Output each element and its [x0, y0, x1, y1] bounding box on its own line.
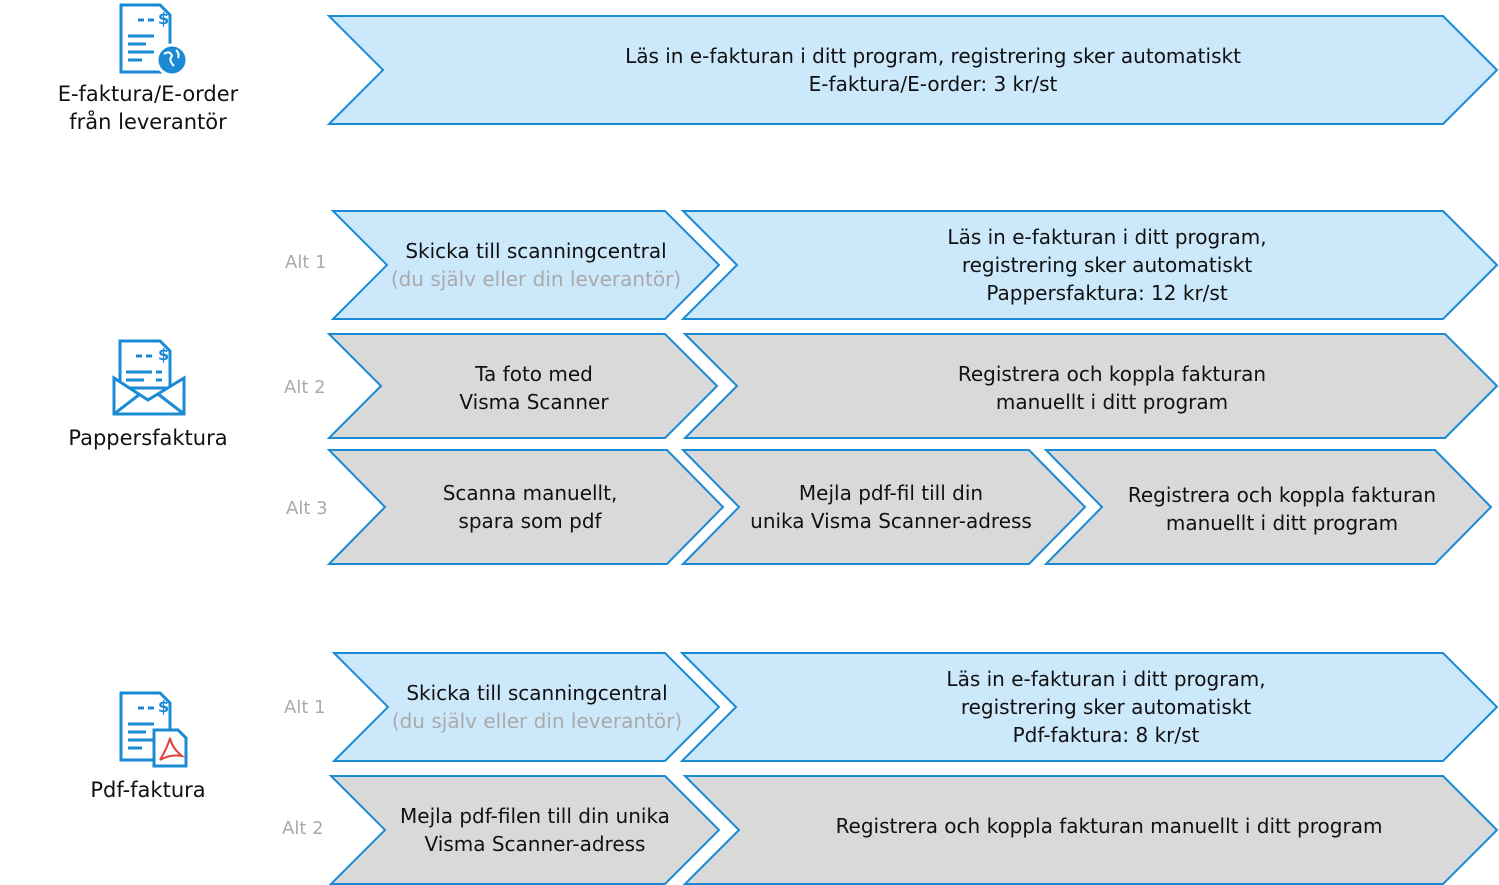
chevron-pdf-alt2-step2	[682, 775, 1499, 885]
text-line: Scanna manuellt,	[442, 481, 618, 505]
alt-label: Alt 2	[284, 377, 326, 398]
text-line: registrering sker automatiskt	[961, 253, 1253, 277]
efaktura-text: Läs in e-fakturan i ditt program, regist…	[383, 16, 1483, 124]
chevron-pappers-alt3-step3	[1043, 449, 1493, 565]
alt-label: Alt 3	[286, 498, 328, 519]
source-pappers-label: Pappersfaktura	[68, 426, 228, 450]
paper-invoice-envelope-icon: $	[112, 339, 186, 416]
e-invoice-globe-icon: $	[119, 3, 189, 77]
pappers-alt3-step2-text: Mejla pdf-fil till din unika Visma Scann…	[730, 450, 1052, 564]
text-line: Mejla pdf-fil till din	[798, 481, 984, 505]
chevron-pdf-alt1-step1	[331, 652, 721, 762]
pappers-alt3-step1-text: Scanna manuellt, spara som pdf	[385, 450, 675, 564]
chevron-pappers-alt2-step1	[326, 333, 719, 439]
chevron-efaktura	[326, 15, 1499, 125]
text-line: E-faktura/E-order: 3 kr/st	[808, 72, 1058, 96]
pdf-alt2-step2-text: Registrera och koppla fakturan manuellt …	[739, 776, 1479, 876]
source-efaktura-label: E-faktura/E-order från leverantör	[38, 80, 258, 136]
text-line: Läs in e-fakturan i ditt program,	[946, 667, 1266, 691]
text-line: registrering sker automatiskt	[960, 695, 1252, 719]
pappers-alt2-step1-text: Ta foto med Visma Scanner	[381, 334, 687, 442]
chevron-pappers-alt3-step1	[326, 449, 725, 565]
alt-label: Alt 1	[285, 252, 327, 273]
text-line: Läs in e-fakturan i ditt program,	[947, 225, 1267, 249]
text-line: Visma Scanner-adress	[424, 832, 646, 856]
pappers-alt3-step3-text: Registrera och koppla fakturan manuellt …	[1100, 450, 1464, 568]
text-line: Visma Scanner	[459, 390, 609, 414]
text-line: spara som pdf	[458, 509, 602, 533]
text-line: Läs in e-fakturan i ditt program, regist…	[625, 44, 1241, 68]
pdf-alt1-step2-text: Läs in e-fakturan i ditt program, regist…	[736, 653, 1476, 761]
text-line: manuellt i ditt program	[1165, 511, 1399, 535]
text-line: Ta foto med	[475, 362, 593, 386]
text-subline: (du själv eller din leverantör)	[391, 709, 683, 733]
text-line: Skicka till scanningcentral	[406, 681, 668, 705]
pdf-invoice-icon: $	[119, 691, 188, 768]
chevron-pdf-alt1-step2	[679, 652, 1499, 762]
text-line: manuellt i ditt program	[995, 390, 1229, 414]
text-line: Registrera och koppla fakturan manuellt …	[835, 814, 1383, 838]
pappers-alt1-step1-text: Skicka till scanningcentral (du själv el…	[383, 211, 689, 319]
chevron-pappers-alt3-step2	[680, 449, 1087, 565]
label-line: E-faktura/E-order	[57, 82, 239, 106]
chevron-pappers-alt2-step2	[682, 333, 1499, 439]
chevron-pdf-alt2-step1	[328, 775, 721, 885]
text-line: Skicka till scanningcentral	[405, 239, 667, 263]
chevron-pappers-alt1-step1	[330, 210, 721, 320]
chevron-pappers-alt1-step2	[680, 210, 1499, 320]
text-line: Pappersfaktura: 12 kr/st	[986, 281, 1228, 305]
pappers-alt2-step2-text: Registrera och koppla fakturan manuellt …	[737, 334, 1487, 442]
pappers-alt1-step2-text: Läs in e-fakturan i ditt program, regist…	[737, 211, 1477, 319]
alt-label: Alt 1	[284, 697, 326, 718]
pdf-alt2-step1-text: Mejla pdf-filen till din unika Visma Sca…	[380, 776, 690, 884]
svg-text:$: $	[158, 345, 169, 364]
pdf-alt1-step1-text: Skicka till scanningcentral (du själv el…	[378, 653, 696, 761]
text-line: Pdf-faktura: 8 kr/st	[1012, 723, 1200, 747]
text-line: Mejla pdf-filen till din unika	[400, 804, 670, 828]
text-subline: (du själv eller din leverantör)	[390, 267, 682, 291]
text-line: Registrera och koppla fakturan	[957, 362, 1267, 386]
source-pdf-label: Pdf-faktura	[90, 778, 206, 802]
svg-text:$: $	[158, 697, 169, 716]
alt-label: Alt 2	[282, 818, 324, 839]
text-line: unika Visma Scanner-adress	[750, 509, 1032, 533]
text-line: Registrera och koppla fakturan	[1127, 483, 1437, 507]
svg-text:$: $	[158, 9, 169, 28]
label-line: från leverantör	[69, 110, 227, 134]
